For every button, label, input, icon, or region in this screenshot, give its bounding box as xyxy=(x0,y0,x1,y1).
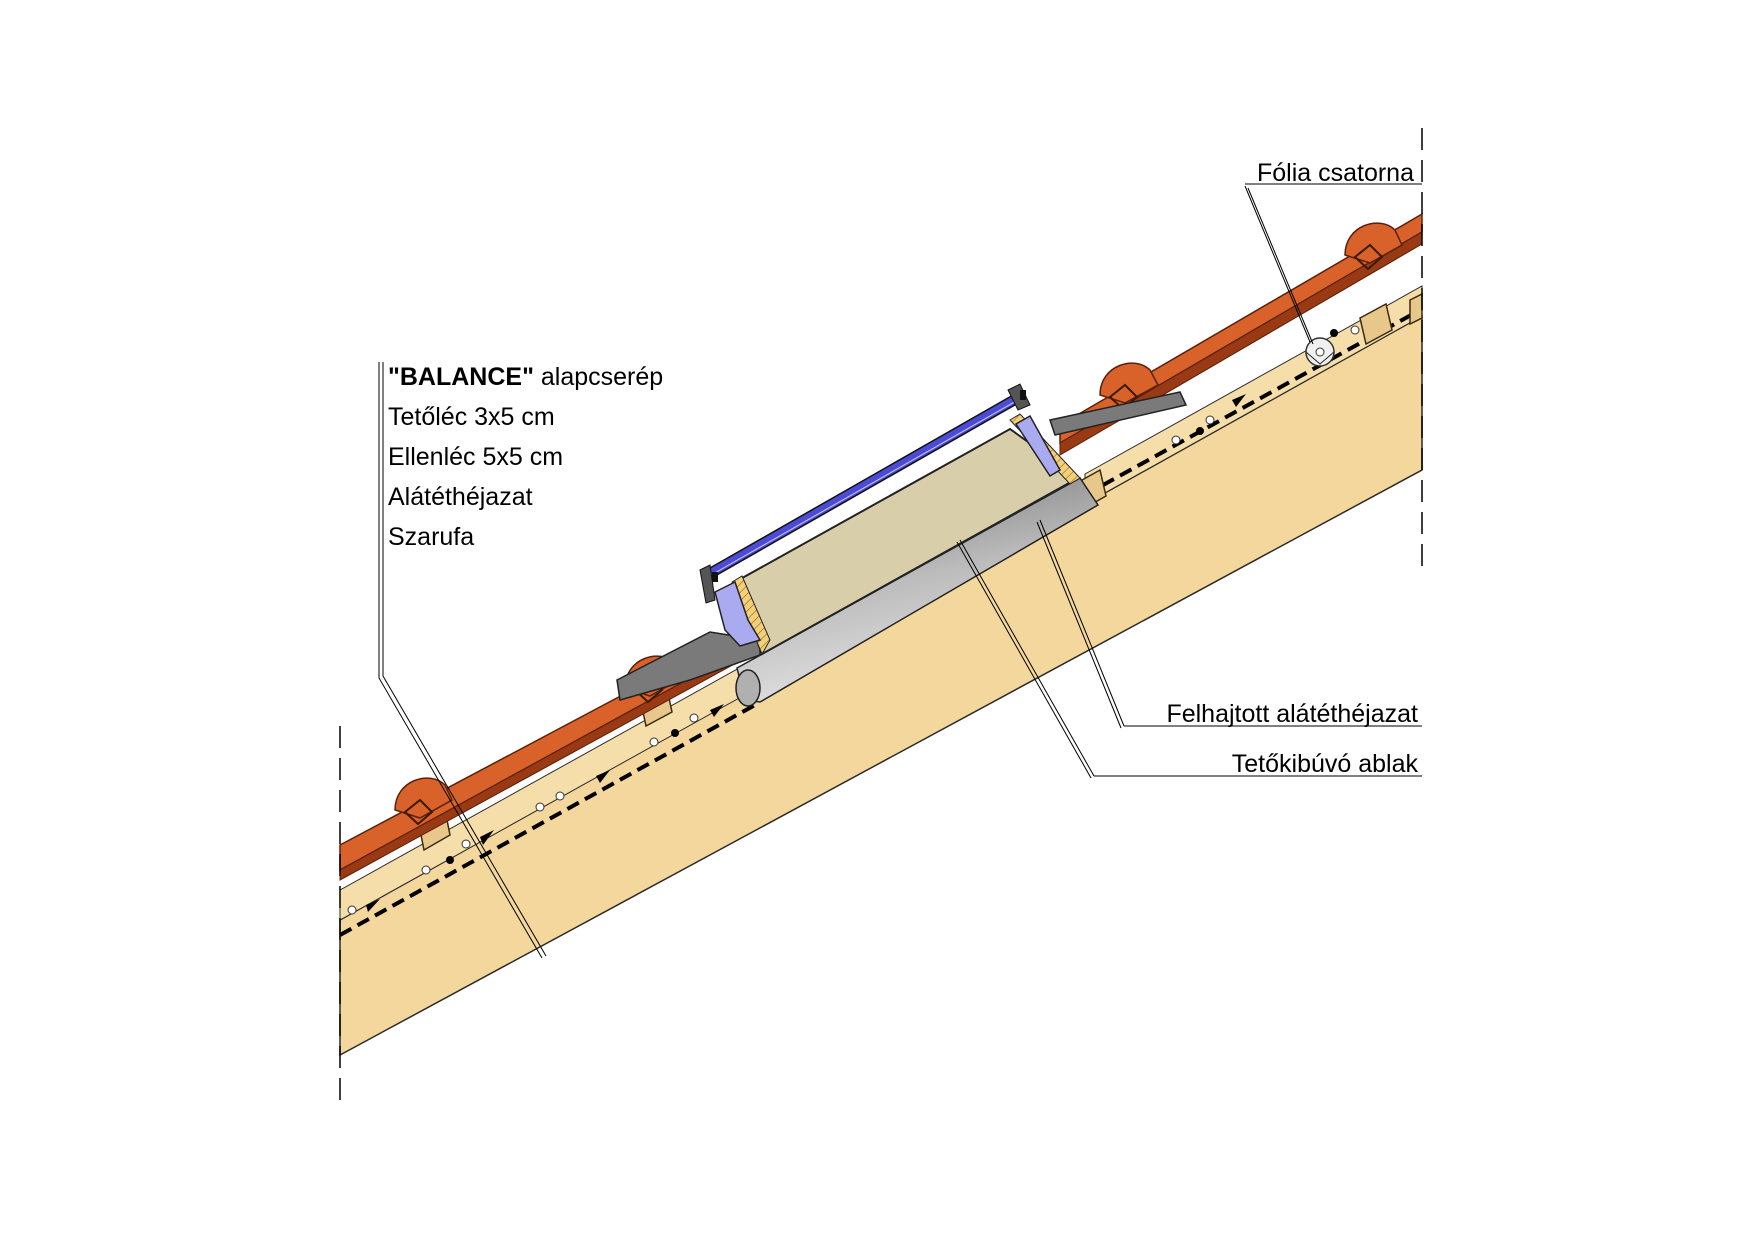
label-underlay: Alátéthéjazat xyxy=(388,483,533,511)
label-roof-window: Tetőkibúvó ablak xyxy=(1232,750,1419,778)
label-balance-rest: alapcserép xyxy=(534,363,663,391)
label-rafter: Szarufa xyxy=(388,523,474,551)
membrane-roll-end xyxy=(735,669,761,707)
label-balance-bold: "BALANCE" xyxy=(388,363,534,391)
label-raised-underlay: Felhajtott alátéthéjazat xyxy=(1166,700,1418,728)
label-balance-tile: "BALANCE" alapcserép xyxy=(388,363,663,391)
label-batten: Tetőléc 3x5 cm xyxy=(388,403,555,431)
roof-tiles-upper xyxy=(1049,212,1423,456)
counter-batten-markers-lower xyxy=(347,704,724,915)
label-foil-channel: Fólia csatorna xyxy=(1257,159,1414,187)
foil-channel xyxy=(1305,337,1335,367)
leader-lines xyxy=(378,183,1422,959)
roof-window xyxy=(699,383,1081,656)
label-counter-batten: Ellenléc 5x5 cm xyxy=(388,443,563,471)
